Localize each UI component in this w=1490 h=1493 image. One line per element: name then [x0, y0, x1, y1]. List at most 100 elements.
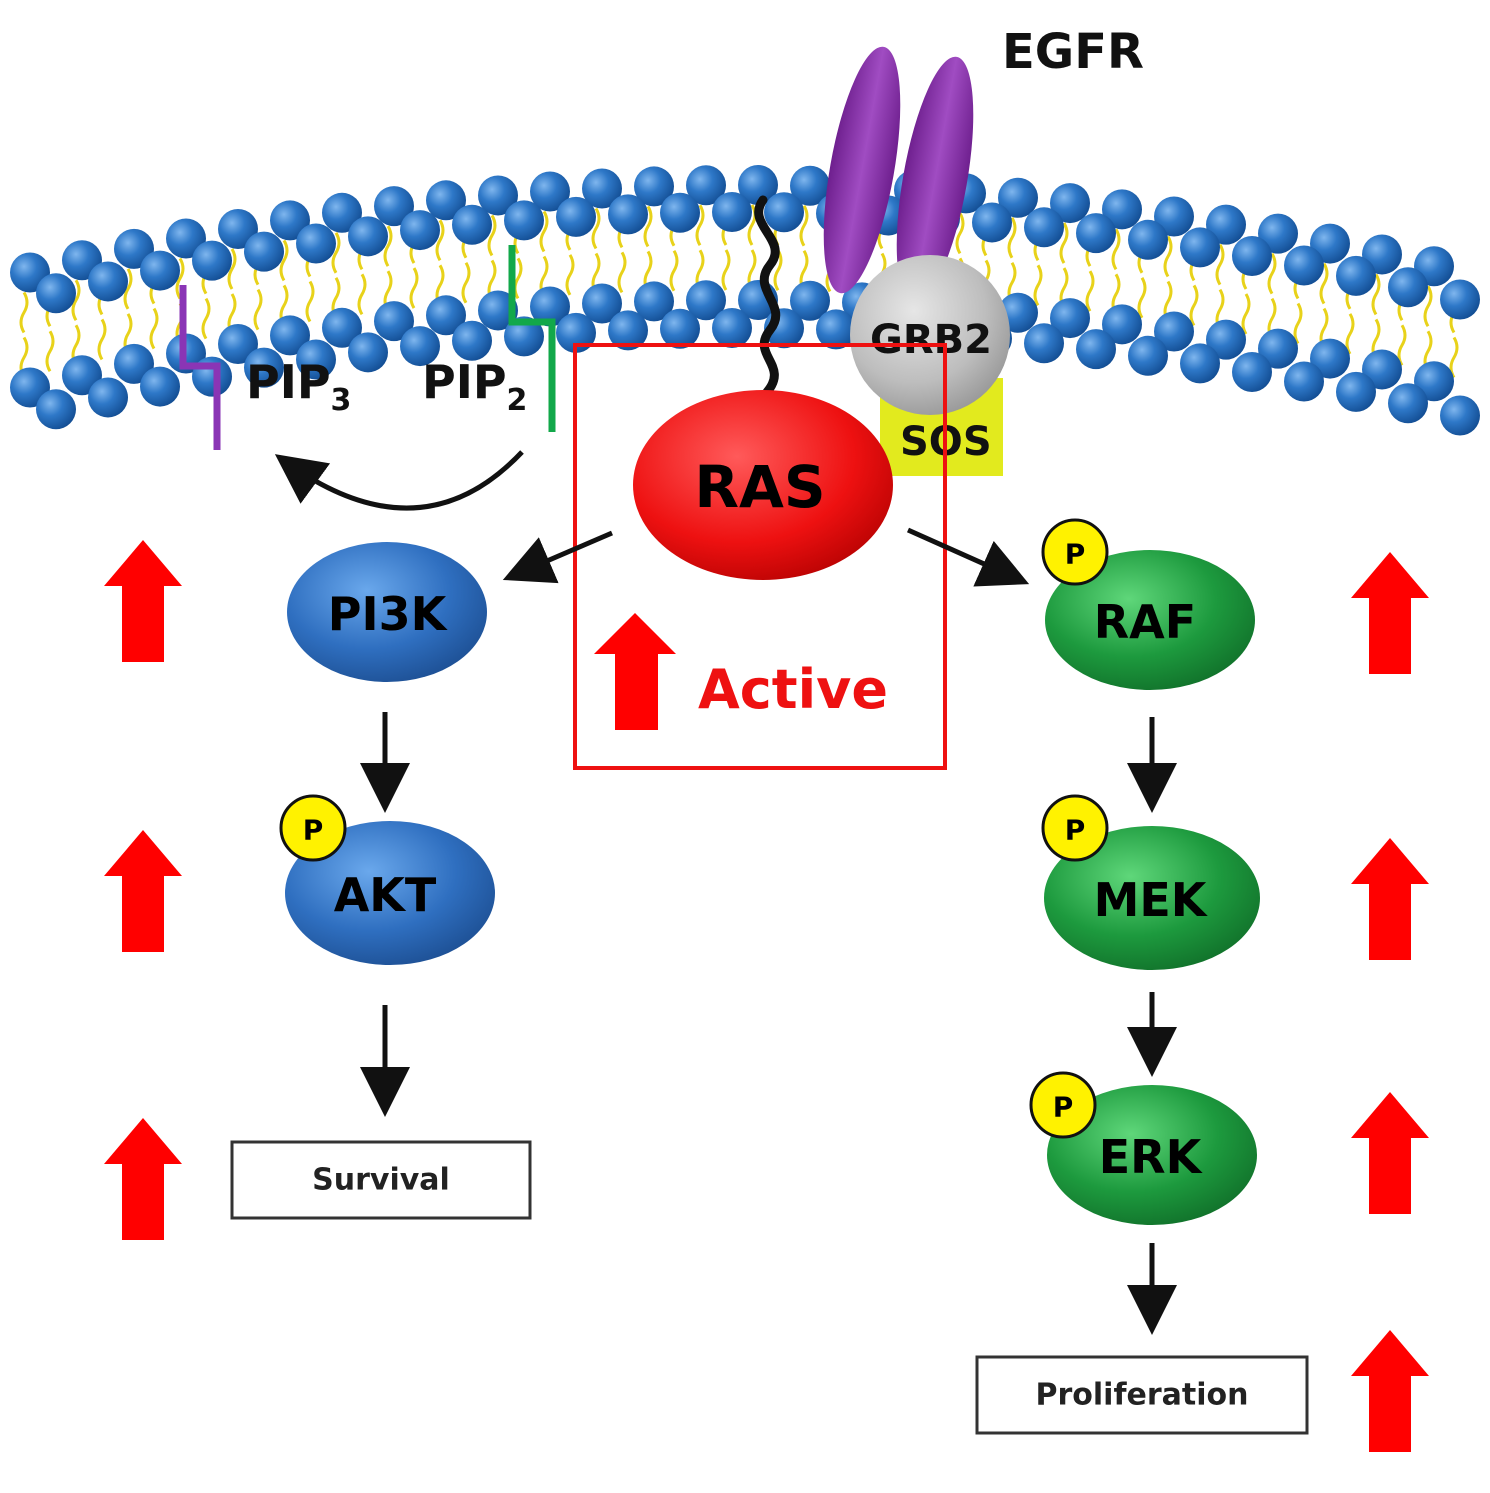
phospholipid-head	[452, 204, 492, 245]
phospholipid-head	[478, 290, 518, 331]
phospholipid-head	[426, 295, 466, 336]
phospholipid-head	[1362, 349, 1402, 390]
lipid-tail	[19, 291, 29, 334]
phospholipid-head	[1206, 204, 1246, 245]
active-label: Active	[698, 658, 888, 721]
lipid-tail	[1423, 285, 1433, 328]
pip2-to-pip3-arrow	[274, 450, 524, 511]
lipid-tail	[279, 239, 289, 282]
phospholipid-head	[374, 186, 414, 227]
lipid-tail	[409, 267, 419, 309]
raf-node	[1045, 550, 1255, 690]
lipid-tail	[45, 330, 55, 373]
lipid-tail	[591, 207, 601, 250]
phospholipid-head	[530, 171, 570, 212]
phospholipid-head	[244, 231, 284, 272]
lipid-tail	[1033, 264, 1043, 307]
pi3k-node	[287, 542, 487, 682]
egfr-receptor	[823, 46, 974, 304]
phospholipid-head	[504, 200, 544, 241]
lipid-tail	[1111, 228, 1121, 271]
phospholipid-head	[452, 320, 492, 361]
phospholipid-head	[192, 240, 232, 281]
mek-node	[1044, 826, 1260, 970]
phospholipid-head	[608, 310, 648, 351]
phospholipid-head	[1440, 279, 1480, 320]
phospholipid-head	[608, 194, 648, 235]
lipid-tail	[773, 249, 783, 292]
phospholipid-head	[660, 308, 700, 349]
proliferation-box	[975, 1355, 1309, 1435]
lipid-tail	[1059, 222, 1069, 264]
phospholipid-head	[1284, 361, 1324, 402]
up-arrow-icon	[1351, 1330, 1429, 1452]
lipid-tail	[1137, 277, 1147, 319]
phospholipid-head	[1284, 245, 1324, 286]
phospholipid-head	[296, 339, 336, 380]
akt-label: AKT	[334, 868, 437, 922]
lipid-tail	[1397, 324, 1407, 367]
ras-label: RAS	[694, 453, 825, 521]
lipid-tail	[1163, 235, 1173, 278]
lipid-tail	[695, 204, 705, 247]
upregulation-arrows	[104, 540, 1429, 1452]
phospholipid-head	[1154, 311, 1194, 352]
raf-phospho-label: P	[1065, 538, 1086, 571]
pip2-label: PIP2	[422, 355, 527, 418]
phospholipid-head	[972, 202, 1012, 243]
up-arrow-icon	[1351, 838, 1429, 960]
lipid-tail	[1371, 273, 1381, 316]
lipid-tail	[149, 307, 159, 350]
lipid-tail	[1241, 293, 1251, 335]
phospholipid-head	[582, 283, 622, 324]
lipid-tail	[1215, 243, 1225, 286]
phospholipid-head	[998, 177, 1038, 218]
lipid-tail	[461, 261, 471, 304]
phospholipid-head	[1180, 227, 1220, 268]
lipid-tail	[435, 219, 445, 262]
phospholipid-head	[1336, 371, 1376, 412]
pi3k-label: PI3K	[328, 587, 449, 641]
lipid-tail	[1345, 313, 1355, 355]
phospholipid-head	[36, 389, 76, 430]
up-arrow-icon	[1351, 552, 1429, 674]
lipid-tail	[617, 251, 627, 294]
grb2-circle	[850, 255, 1010, 415]
mek-phospho-label: P	[1065, 814, 1086, 847]
phospholipid-head	[348, 216, 388, 257]
phospholipid-head	[478, 175, 518, 216]
up-arrow-icon	[104, 540, 182, 662]
phospholipid-head	[816, 309, 856, 350]
lipid-tail	[1085, 270, 1095, 312]
ras-to-pi3k-arrow	[502, 530, 613, 584]
lipid-tail	[1319, 262, 1329, 305]
lipid-tail	[487, 214, 497, 257]
lipid-tail	[383, 225, 393, 267]
phospholipid-head	[114, 343, 154, 384]
up-arrow-icon	[1351, 1092, 1429, 1214]
lipid-tail	[799, 204, 809, 247]
grb2-label: GRB2	[870, 317, 992, 363]
phospholipid-head	[140, 366, 180, 407]
phospholipid-head	[634, 281, 674, 322]
phospholipid-head	[738, 165, 778, 206]
phospholipid-head	[1258, 328, 1298, 369]
phospholipid-head	[140, 250, 180, 291]
phospholipid-head	[1128, 219, 1168, 260]
lipid-tail	[175, 257, 185, 300]
phospholipid-head	[712, 308, 752, 349]
phospholipid-head	[660, 192, 700, 233]
lipid-tail	[331, 232, 341, 274]
mek-label: MEK	[1094, 873, 1209, 927]
phospholipid-head	[322, 192, 362, 233]
up-arrow-icon	[104, 1118, 182, 1240]
phospholipid-head	[1024, 207, 1064, 248]
lipid-tail	[669, 249, 679, 292]
survival-label: Survival	[312, 1163, 450, 1198]
lipid-tail	[1293, 302, 1303, 345]
phospholipid-head	[400, 210, 440, 251]
phospholipid-head	[712, 192, 752, 233]
proliferation-label: Proliferation	[1036, 1378, 1249, 1413]
phospholipid-head	[1440, 395, 1480, 436]
